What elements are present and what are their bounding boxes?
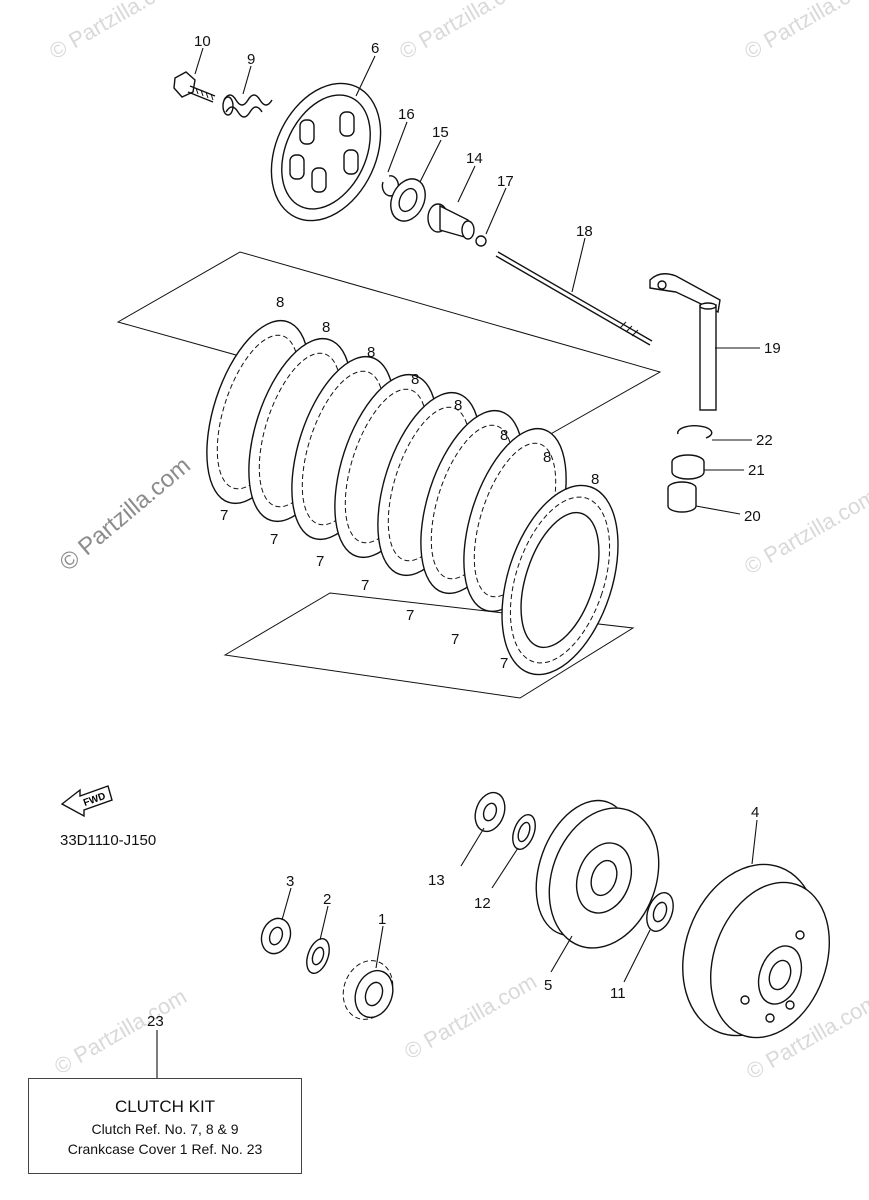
diagram-code: 33D1110-J150 [60,832,157,849]
clutch-kit-box: CLUTCH KIT Clutch Ref. No. 7, 8 & 9 Cran… [28,1078,302,1174]
watermark-main: © Partzilla.com [55,452,196,577]
callout-6: 6 [371,40,379,57]
callout-18: 18 [576,223,593,240]
washer-part-2[interactable] [302,936,333,977]
callout-3: 3 [286,873,294,890]
callout-8: 8 [500,427,508,444]
watermark: © Partzilla.com [395,0,536,64]
callout-23: 23 [147,1013,164,1030]
bearing-part-20[interactable] [667,481,697,513]
callout-21: 21 [748,462,765,479]
callout-20: 20 [744,508,761,525]
callout-17: 17 [497,173,514,190]
pressure-plate-part-6[interactable] [250,66,401,239]
leader-lines [156,47,760,1078]
ball-part-17[interactable] [475,235,487,247]
collar-part-13[interactable] [470,788,510,835]
kit-line-1: Clutch Ref. No. 7, 8 & 9 [91,1121,239,1137]
callout-8: 8 [367,344,375,361]
callout-8: 8 [411,371,419,388]
bolt-part-10[interactable] [173,71,216,103]
callout-13: 13 [428,872,445,889]
callout-2: 2 [323,891,331,908]
callout-8: 8 [322,319,330,336]
callout-7: 7 [500,655,508,672]
callout-7: 7 [451,631,459,648]
callout-15: 15 [432,124,449,141]
callout-9: 9 [247,51,255,68]
callout-7: 7 [361,577,369,594]
watermark: © Partzilla.com [400,969,541,1065]
callout-7: 7 [270,531,278,548]
watermark: © Partzilla.com [740,0,869,64]
fwd-arrow: FWD [60,785,113,818]
kit-line-2: Crankcase Cover 1 Ref. No. 23 [67,1141,263,1157]
clutch-housing-part-4[interactable] [660,845,850,1054]
callout-12: 12 [474,895,491,912]
plate-stack-outline-bottom [223,592,635,699]
callout-7: 7 [406,607,414,624]
watermark: © Partzilla.com [740,484,869,580]
oil-seal-part-21[interactable] [671,454,705,480]
callout-7: 7 [316,553,324,570]
callout-16: 16 [398,106,415,123]
circlip-part-22[interactable] [677,425,713,439]
callout-19: 19 [764,340,781,357]
washer-part-12[interactable] [508,812,539,853]
callout-8: 8 [454,397,462,414]
spring-part-9[interactable] [222,94,273,118]
callout-8: 8 [276,294,284,311]
callout-10: 10 [194,33,211,50]
callout-4: 4 [751,804,759,821]
callout-8: 8 [543,449,551,466]
push-lever-shaft-part-19[interactable] [649,273,721,411]
callout-11: 11 [610,985,626,1002]
push-rod-part-18[interactable] [495,251,653,346]
watermark: © Partzilla.com [50,984,191,1080]
clutch-plate-stack [206,319,639,690]
callout-8: 8 [591,471,599,488]
callout-1: 1 [378,911,386,928]
callout-14: 14 [466,150,483,167]
callouts: 10 9 6 16 15 14 17 18 19 22 21 20 8 8 8 … [147,33,781,1030]
washer-part-11[interactable] [642,889,678,935]
clutch-boss-part-5[interactable] [519,787,678,963]
primary-drive-gear-part-1[interactable] [335,954,401,1027]
nut-part-3[interactable] [257,914,296,957]
push-piece-part-14[interactable] [427,203,475,240]
watermark: © Partzilla.com [45,0,186,64]
callout-22: 22 [756,432,773,449]
friction-plate[interactable] [480,471,639,690]
bearing-part-15[interactable] [384,173,432,226]
callout-7: 7 [220,507,228,524]
callout-5: 5 [544,977,552,994]
kit-title: CLUTCH KIT [114,1097,216,1116]
